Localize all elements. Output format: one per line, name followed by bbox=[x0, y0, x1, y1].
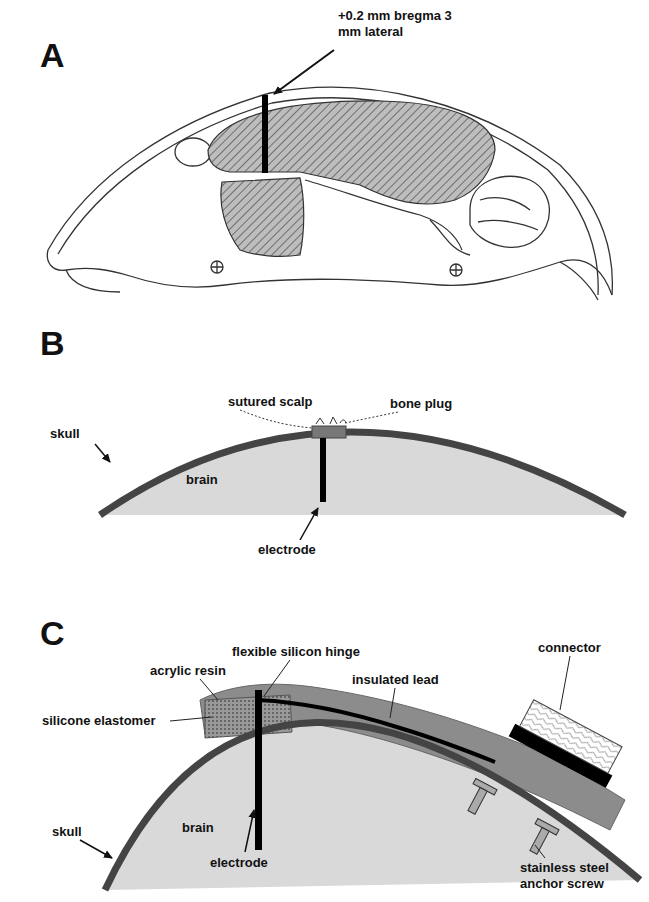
panel-letter: A bbox=[40, 38, 65, 72]
part-label: flexible silicon hinge bbox=[232, 644, 360, 660]
part-label: bone plug bbox=[390, 396, 452, 412]
part-label: insulated lead bbox=[352, 672, 439, 688]
part-label: brain bbox=[182, 820, 214, 836]
part-label: electrode bbox=[210, 855, 268, 871]
part-label: stainless steel anchor screw bbox=[520, 860, 640, 891]
panel-letter: B bbox=[40, 326, 65, 360]
part-label: silicone elastomer bbox=[42, 713, 155, 729]
part-label: connector bbox=[538, 640, 601, 656]
coordinate-label: +0.2 mm bregma 3 mm lateral bbox=[338, 8, 456, 39]
part-label: acrylic resin bbox=[150, 663, 226, 679]
part-label: sutured scalp bbox=[228, 394, 313, 410]
part-label: skull bbox=[52, 824, 82, 840]
part-label: brain bbox=[186, 472, 218, 488]
part-label: electrode bbox=[258, 542, 316, 558]
part-label: skull bbox=[50, 426, 80, 442]
panel-letter: C bbox=[40, 616, 65, 650]
